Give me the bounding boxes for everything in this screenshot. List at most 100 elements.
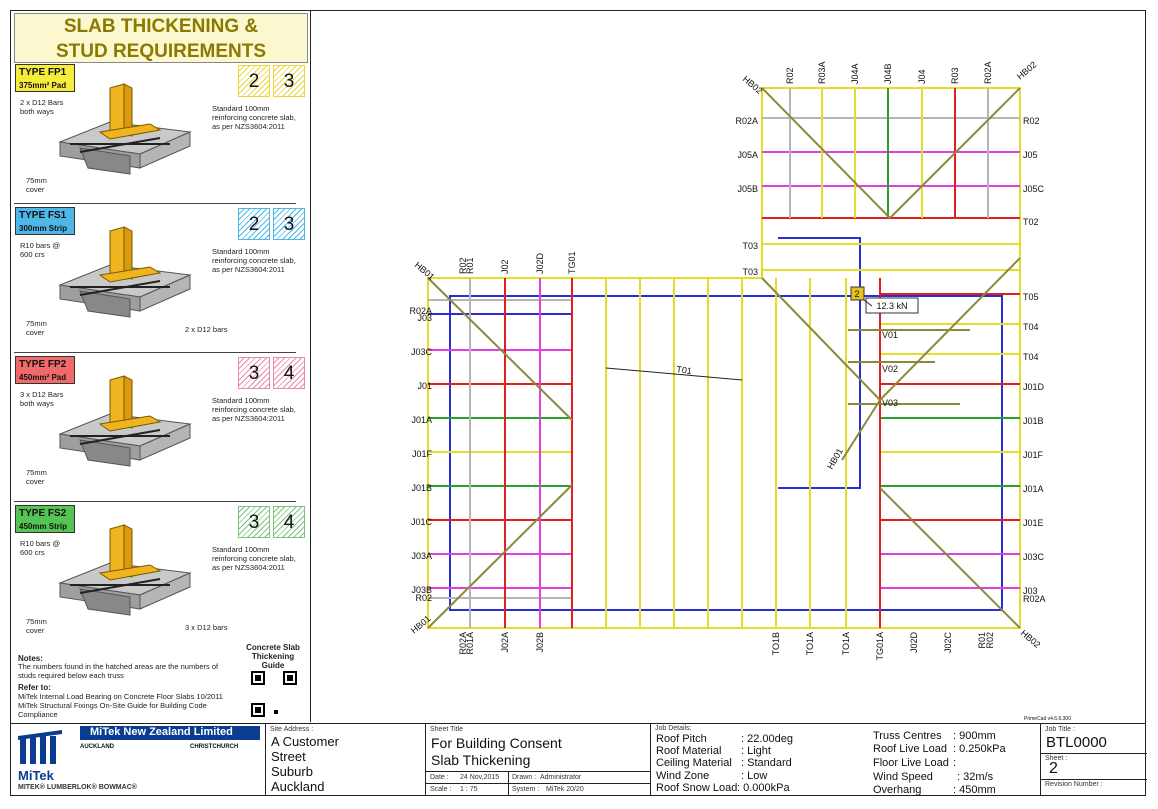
company-name: MiTek New Zealand Limited [90, 726, 233, 738]
stud-count-box: 4 [273, 506, 305, 538]
job-title-label: Job Title : [1045, 726, 1075, 733]
date-label: Date : [430, 774, 449, 781]
floor-live-label: Floor Live Load [873, 757, 949, 769]
cover-note: 75mm cover [26, 319, 47, 337]
truss-label: T04 [1023, 352, 1039, 362]
refer-1: MiTek Internal Load Bearing on Concrete … [18, 692, 223, 701]
footing-detail-sketch [58, 375, 192, 467]
wall-outline [778, 104, 1004, 242]
office-christchurch: CHRISTCHURCH [190, 744, 239, 750]
truss-label: J05B [737, 184, 758, 194]
stud-count-box: 3 [238, 357, 270, 389]
truss-label: J03A [411, 551, 432, 561]
truss-label: J05A [737, 150, 758, 160]
truss-label: T03 [742, 241, 758, 251]
company-block: MiTek New Zealand Limited AUCKLAND CHRIS… [10, 724, 265, 796]
truss-label: J05 [1023, 150, 1038, 160]
truss-label: TG01 [567, 251, 577, 274]
type-code: TYPE FP1 [19, 67, 67, 78]
truss-label: J03B [411, 585, 432, 595]
truss-label: J02 [500, 259, 510, 274]
truss-label: J03 [417, 313, 432, 323]
truss-label: R02 [1023, 116, 1040, 126]
truss-label: J03C [411, 347, 433, 357]
roof-live-value: : 0.250kPa [953, 743, 1006, 755]
wind-zone-label: Wind Zone [656, 770, 710, 782]
sheet-label: Sheet : [1045, 755, 1068, 762]
truss-label: R01 [977, 632, 987, 649]
truss-label: HB02 [741, 74, 765, 96]
sheet-title-block: Sheet Title For Building Consent Slab Th… [425, 724, 651, 796]
truss-label: R02 [458, 257, 468, 274]
roof-snow-label: Roof Snow Load [656, 782, 738, 794]
truss-label: J01A [1023, 484, 1044, 494]
job-details-block: Job Details: Roof Pitch : 22.00deg Roof … [650, 724, 1040, 796]
load-tag-number: 2 [854, 289, 859, 299]
job-title-value: BTL0000 [1046, 734, 1107, 751]
ceiling-material-value: : Standard [741, 757, 792, 769]
roof-pitch-label: Roof Pitch [656, 733, 707, 745]
footing-detail-sketch [58, 83, 192, 175]
stud-count-box: 3 [238, 506, 270, 538]
truss-label: T05 [1023, 292, 1039, 302]
truss-label: R03 [950, 67, 960, 84]
v-label: V03 [882, 398, 898, 408]
truss-label: J01B [1023, 416, 1044, 426]
truss-label: J02D [535, 252, 545, 274]
v-label: V02 [882, 364, 898, 374]
truss-label: J02A [500, 632, 510, 653]
cover-note: 75mm cover [26, 468, 47, 486]
truss-centres-label: Truss Centres [873, 730, 942, 742]
load-tag [850, 286, 865, 301]
cover-note: 75mm cover [26, 617, 47, 635]
sheet-title-2: Slab Thickening [431, 752, 531, 768]
type-code: TYPE FS2 [19, 508, 67, 519]
separator [14, 203, 296, 204]
type-code: TYPE FP2 [19, 359, 67, 370]
truss-label: R03A [817, 61, 827, 84]
hip-line [841, 399, 881, 461]
drawn-label: Drawn : [512, 774, 537, 781]
truss-label: J01F [1023, 450, 1044, 460]
roof-pitch-value: : 22.00deg [741, 733, 793, 745]
wind-speed-value: : 32m/s [957, 771, 994, 783]
truss-label: J04 [917, 69, 927, 84]
qr-code-icon[interactable] [250, 670, 298, 718]
extra-bars-note: 3 x D12 bars [185, 623, 228, 632]
truss-label: TO1A [841, 632, 851, 655]
overhang-value: : 450mm [953, 784, 996, 796]
scale-value: 1 : 75 [460, 786, 478, 793]
hip-line [427, 277, 573, 421]
mitek-logo-icon [18, 730, 62, 764]
type-subtitle: 300mm Strip [19, 224, 68, 233]
type-code: TYPE FS1 [19, 210, 67, 221]
truss-label: J03C [1023, 552, 1045, 562]
roof-outline [427, 87, 1021, 629]
slab-note: Standard 100mm reinforcing concrete slab… [212, 545, 296, 572]
separator [14, 501, 296, 502]
bars-note: 2 x D12 Bars both ways [20, 98, 64, 116]
truss-label: J05C [1023, 184, 1045, 194]
office-auckland: AUCKLAND [80, 744, 114, 750]
footing-detail-sketch [58, 524, 192, 616]
dimension-line [605, 367, 743, 381]
sheet-value: 2 [1049, 760, 1058, 777]
hip-line [879, 487, 1021, 629]
stud-count-box: 3 [273, 65, 305, 97]
load-value-box [865, 297, 919, 314]
truss-label: J02B [535, 632, 545, 653]
slab-legend-panel [10, 10, 311, 722]
drawn-value: Administrator [540, 774, 582, 781]
type-subtitle: 450mm² Pad [19, 373, 67, 382]
legend-title-line1: SLAB THICKENING & [63, 16, 259, 37]
slab-note: Standard 100mm reinforcing concrete slab… [212, 104, 296, 131]
ceiling-material-label: Ceiling Material [656, 757, 732, 769]
scale-label: Scale : [430, 786, 452, 793]
truss-label: HB02 [1019, 628, 1043, 650]
notes-text: The numbers found in the hatched areas a… [18, 662, 219, 680]
roof-live-label: Roof Live Load [873, 743, 947, 755]
truss-label: TG01A [875, 632, 885, 661]
truss-label: R02A [409, 306, 432, 316]
